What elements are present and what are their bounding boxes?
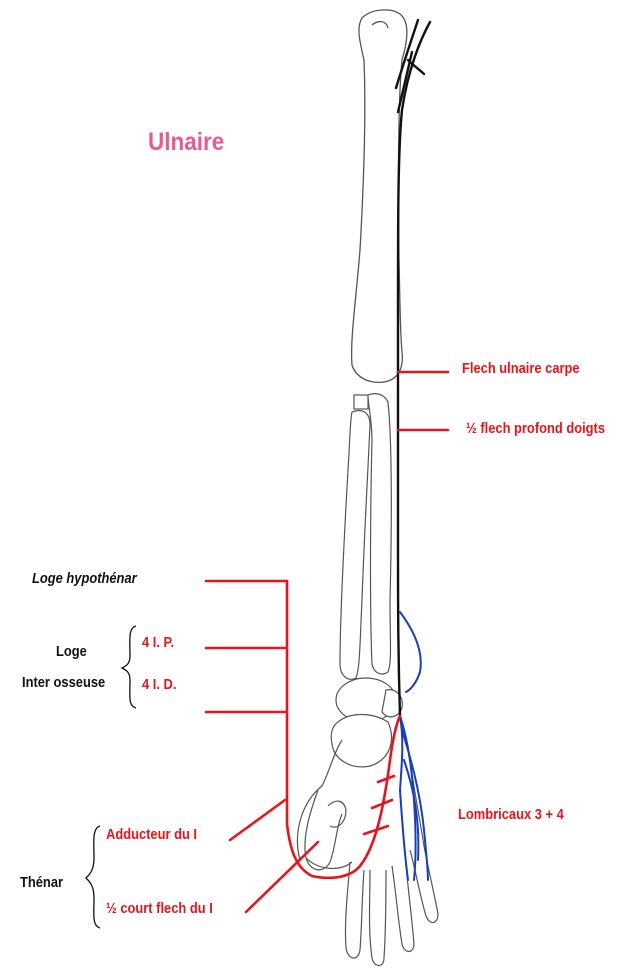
- brace-loge: [122, 626, 136, 708]
- label-flech-ulnaire-carpe: Flech ulnaire carpe: [462, 360, 580, 377]
- label-adducteur: Adducteur du I: [106, 826, 197, 843]
- label-court-flech: ½ court flech du I: [106, 900, 213, 917]
- forearm-bones: [340, 394, 391, 680]
- label-lombricaux: Lombricaux 3 + 4: [458, 806, 564, 823]
- label-inter-osseuse: Inter osseuse: [22, 674, 105, 691]
- leader-adducteur: [230, 800, 285, 840]
- brace-thenar: [86, 826, 100, 928]
- label-loge-hypothenar: Loge hypothénar: [32, 570, 137, 587]
- label-id: 4 I. D.: [142, 676, 176, 693]
- diagram-title: Ulnaire: [148, 128, 224, 157]
- label-loge: Loge: [56, 643, 87, 660]
- leader-lines: [206, 372, 448, 912]
- nerve-branches-blue: [400, 612, 428, 880]
- bone-fragment: [354, 395, 368, 409]
- label-thenar: Thénar: [20, 874, 63, 891]
- leader-court-flech: [246, 842, 318, 912]
- label-flech-profond-doigts: ½ flech profond doigts: [466, 420, 605, 437]
- label-ip: 4 I. P.: [142, 634, 174, 651]
